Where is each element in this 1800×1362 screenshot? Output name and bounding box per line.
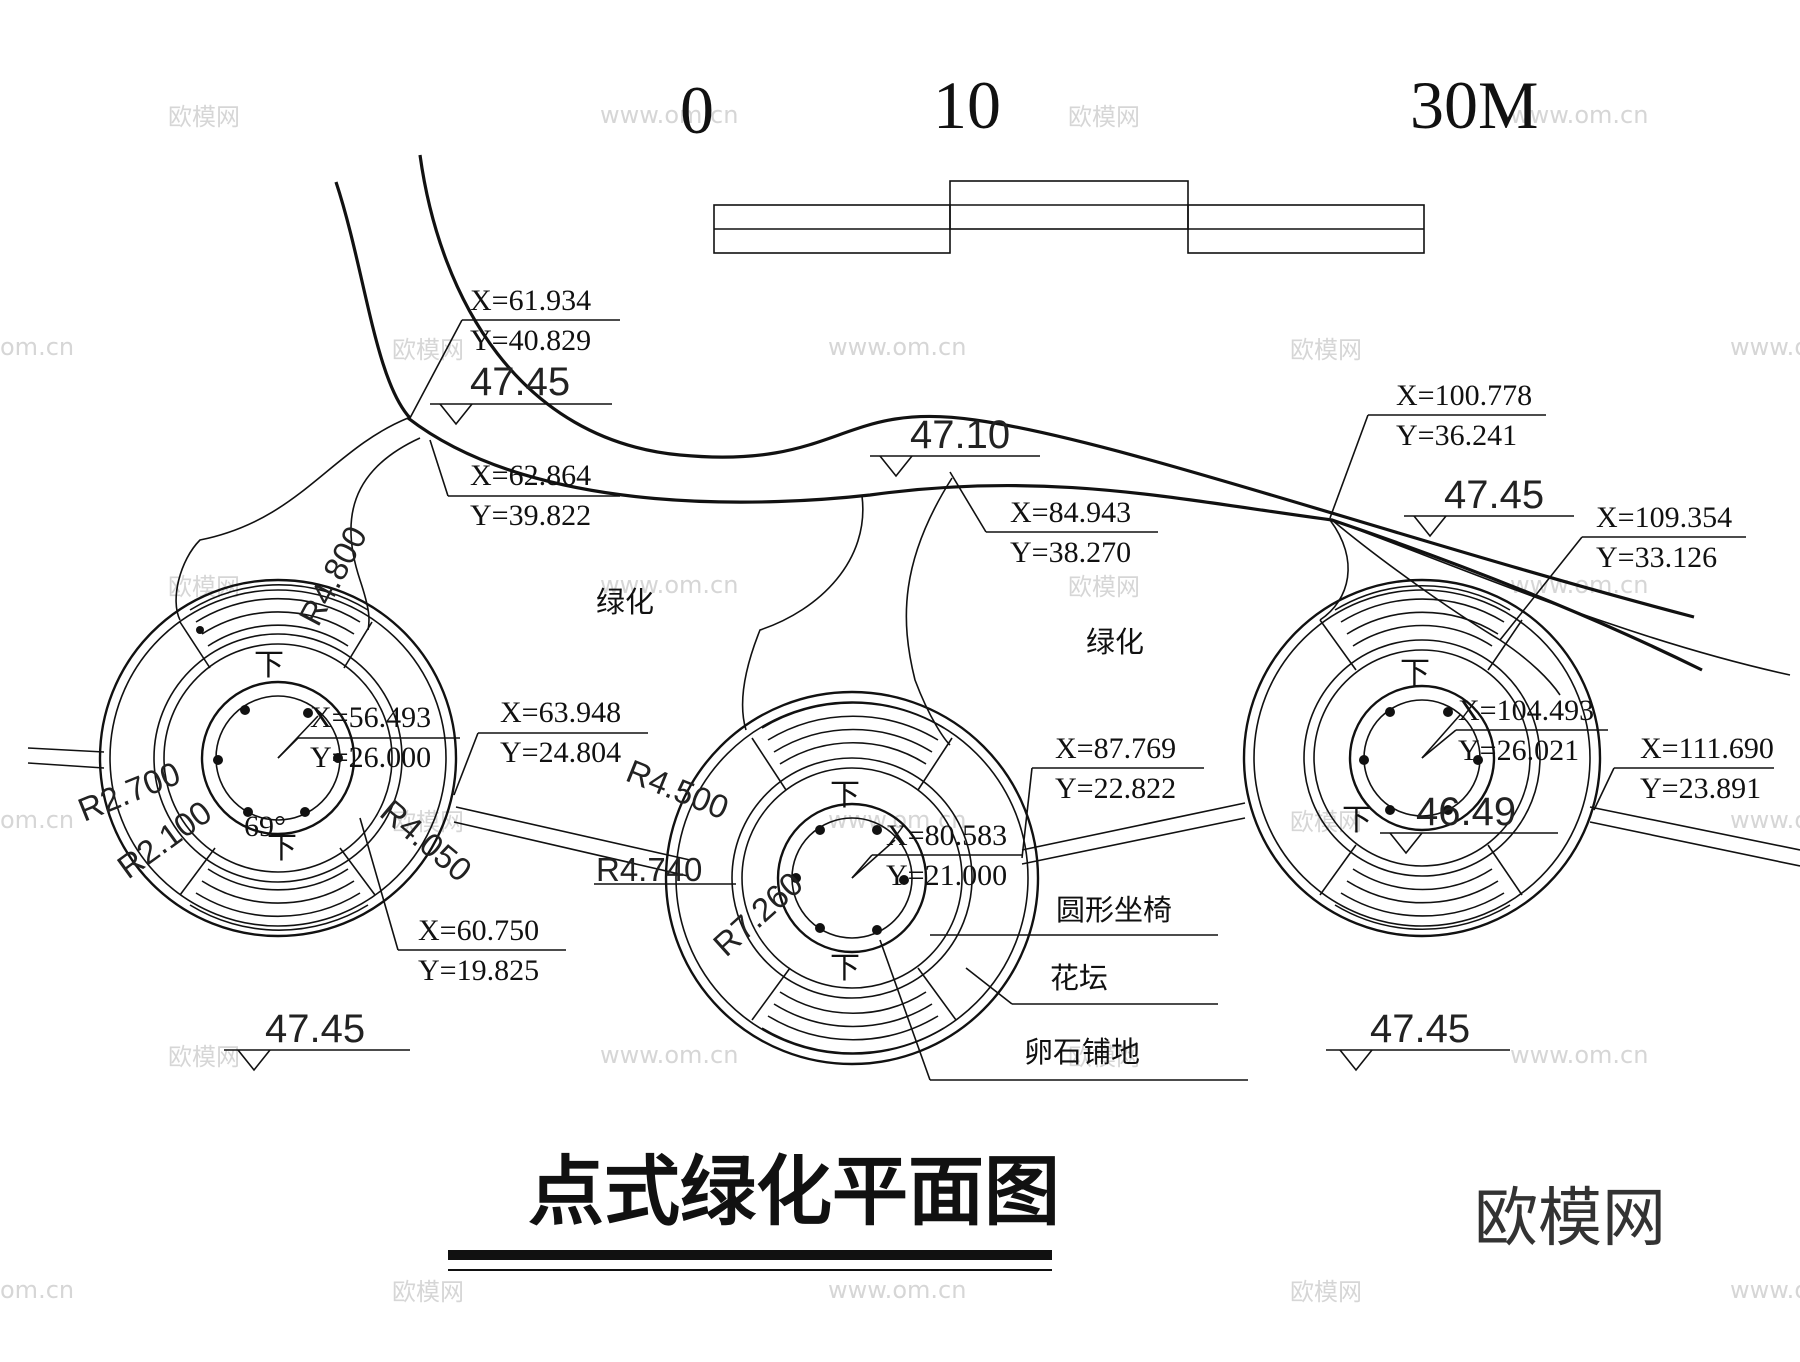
watermark: www.om.cn — [1730, 1276, 1800, 1304]
angle-mark: 69° — [244, 810, 286, 843]
drawing-title: 点式绿化平面图 — [528, 1147, 1060, 1236]
watermark: om.cn — [0, 806, 74, 834]
coord-x: X=100.778 — [1396, 379, 1532, 412]
coord-y: Y=39.822 — [470, 499, 591, 532]
coord-x: X=87.769 — [1055, 732, 1176, 765]
watermark: 欧模网 — [1290, 1278, 1362, 1306]
coord-y: Y=23.891 — [1640, 772, 1761, 805]
scale-label-0: 0 — [680, 72, 714, 148]
watermark: www.om.cn — [600, 101, 738, 129]
watermark: www.om.cn — [1730, 806, 1800, 834]
coord-x: X=111.690 — [1640, 732, 1774, 765]
watermark: 欧模网 — [168, 1043, 240, 1071]
stair-mark: 下 — [830, 952, 860, 985]
watermark-layer: 欧模网 www.om.cn 欧模网 www.om.cn om.cn 欧模网 ww… — [0, 101, 1800, 1306]
level-mark: 47.45 — [1444, 473, 1544, 517]
coord-y: Y=22.822 — [1055, 772, 1176, 805]
radius-label: R4.050 — [374, 792, 479, 889]
coord-x: X=80.583 — [886, 819, 1007, 852]
drawing-title-block: 点式绿化平面图 — [448, 1147, 1060, 1271]
watermark: www.om.cn — [1730, 333, 1800, 361]
watermark: om.cn — [0, 1276, 74, 1304]
area-labels: 绿化 绿化 — [596, 585, 1144, 659]
watermark: 欧模网 — [392, 1278, 464, 1306]
scale-label-10: 10 — [933, 67, 1001, 143]
watermark: www.om.cn — [828, 1276, 966, 1304]
watermark: www.om.cn — [600, 1041, 738, 1069]
coord-y: Y=19.825 — [418, 954, 539, 987]
coord-x: X=109.354 — [1596, 501, 1732, 534]
watermark: 欧模网 — [168, 103, 240, 131]
road-lines — [27, 154, 1800, 877]
watermark: www.om.cn — [828, 333, 966, 361]
watermark: 欧模网 — [1068, 573, 1140, 601]
coord-x: X=56.493 — [310, 701, 431, 734]
stair-mark: 下 — [1400, 657, 1430, 690]
watermark: www.om.cn — [1510, 101, 1648, 129]
scale-label-30m: 30M — [1410, 67, 1538, 143]
coord-x: X=63.948 — [500, 696, 621, 729]
coord-y: Y=24.804 — [500, 736, 621, 769]
stair-mark: 下 — [830, 779, 860, 812]
stair-mark: 下 — [267, 832, 297, 865]
coord-y: Y=33.126 — [1596, 541, 1717, 574]
watermark: 欧模网 — [1068, 103, 1140, 131]
scale-bar: 0 10 30M — [680, 67, 1538, 254]
plaza-circle-2: 下 下 — [664, 690, 1040, 1066]
stair-mark: 下 — [1342, 804, 1372, 837]
watermark: www.om.cn — [1510, 1041, 1648, 1069]
watermark: 欧模网 — [392, 336, 464, 364]
legend-flower-bed: 花坛 — [1050, 961, 1108, 995]
coord-x: X=62.864 — [470, 459, 591, 492]
coord-y: Y=38.270 — [1010, 536, 1131, 569]
level-mark: 47.45 — [265, 1007, 365, 1051]
level-mark: 47.45 — [470, 360, 570, 404]
legend-pebble-paving: 卵石铺地 — [1024, 1035, 1140, 1069]
watermark: 欧模网 — [392, 808, 464, 836]
coord-x: X=61.934 — [470, 284, 591, 317]
watermark: om.cn — [0, 333, 74, 361]
level-mark: 47.45 — [1370, 1007, 1470, 1051]
watermark: 欧模网 — [1290, 336, 1362, 364]
stair-mark: 下 — [254, 649, 284, 682]
coord-x: X=84.943 — [1010, 496, 1131, 529]
watermark: 欧模网 — [1068, 1043, 1140, 1071]
radius-label: R4.740 — [596, 851, 702, 888]
elevation-marks: 47.45 47.10 47.45 47.45 47.45 46.49 — [224, 360, 1574, 1072]
watermark: 欧模网 — [1290, 808, 1362, 836]
coordinate-annotations: X=61.934 Y=40.829 X=62.864 Y=39.822 X=84… — [277, 284, 1774, 987]
radius-label: R4.800 — [292, 520, 375, 631]
level-mark: 46.49 — [1416, 790, 1516, 834]
coord-y: Y=40.829 — [470, 324, 591, 357]
coord-y: Y=26.000 — [310, 741, 431, 774]
coord-y: Y=26.021 — [1458, 734, 1579, 767]
coord-x: X=104.493 — [1458, 694, 1594, 727]
legend-callouts: 圆形坐椅 花坛 卵石铺地 — [879, 893, 1248, 1081]
legend-seat: 圆形坐椅 — [1056, 893, 1172, 927]
coord-x: X=60.750 — [418, 914, 539, 947]
level-mark: 47.10 — [910, 413, 1010, 457]
radius-label: R7.260 — [706, 864, 810, 963]
watermark: www.om.cn — [600, 571, 738, 599]
coord-y: Y=36.241 — [1396, 419, 1517, 452]
plaza-circle-3: 下 下 — [1242, 578, 1602, 938]
greenery-label: 绿化 — [1086, 625, 1144, 659]
brand-logo-text: 欧模网 — [1474, 1182, 1666, 1256]
greenery-label: 绿化 — [596, 585, 654, 619]
coord-y: Y=21.000 — [886, 859, 1007, 892]
